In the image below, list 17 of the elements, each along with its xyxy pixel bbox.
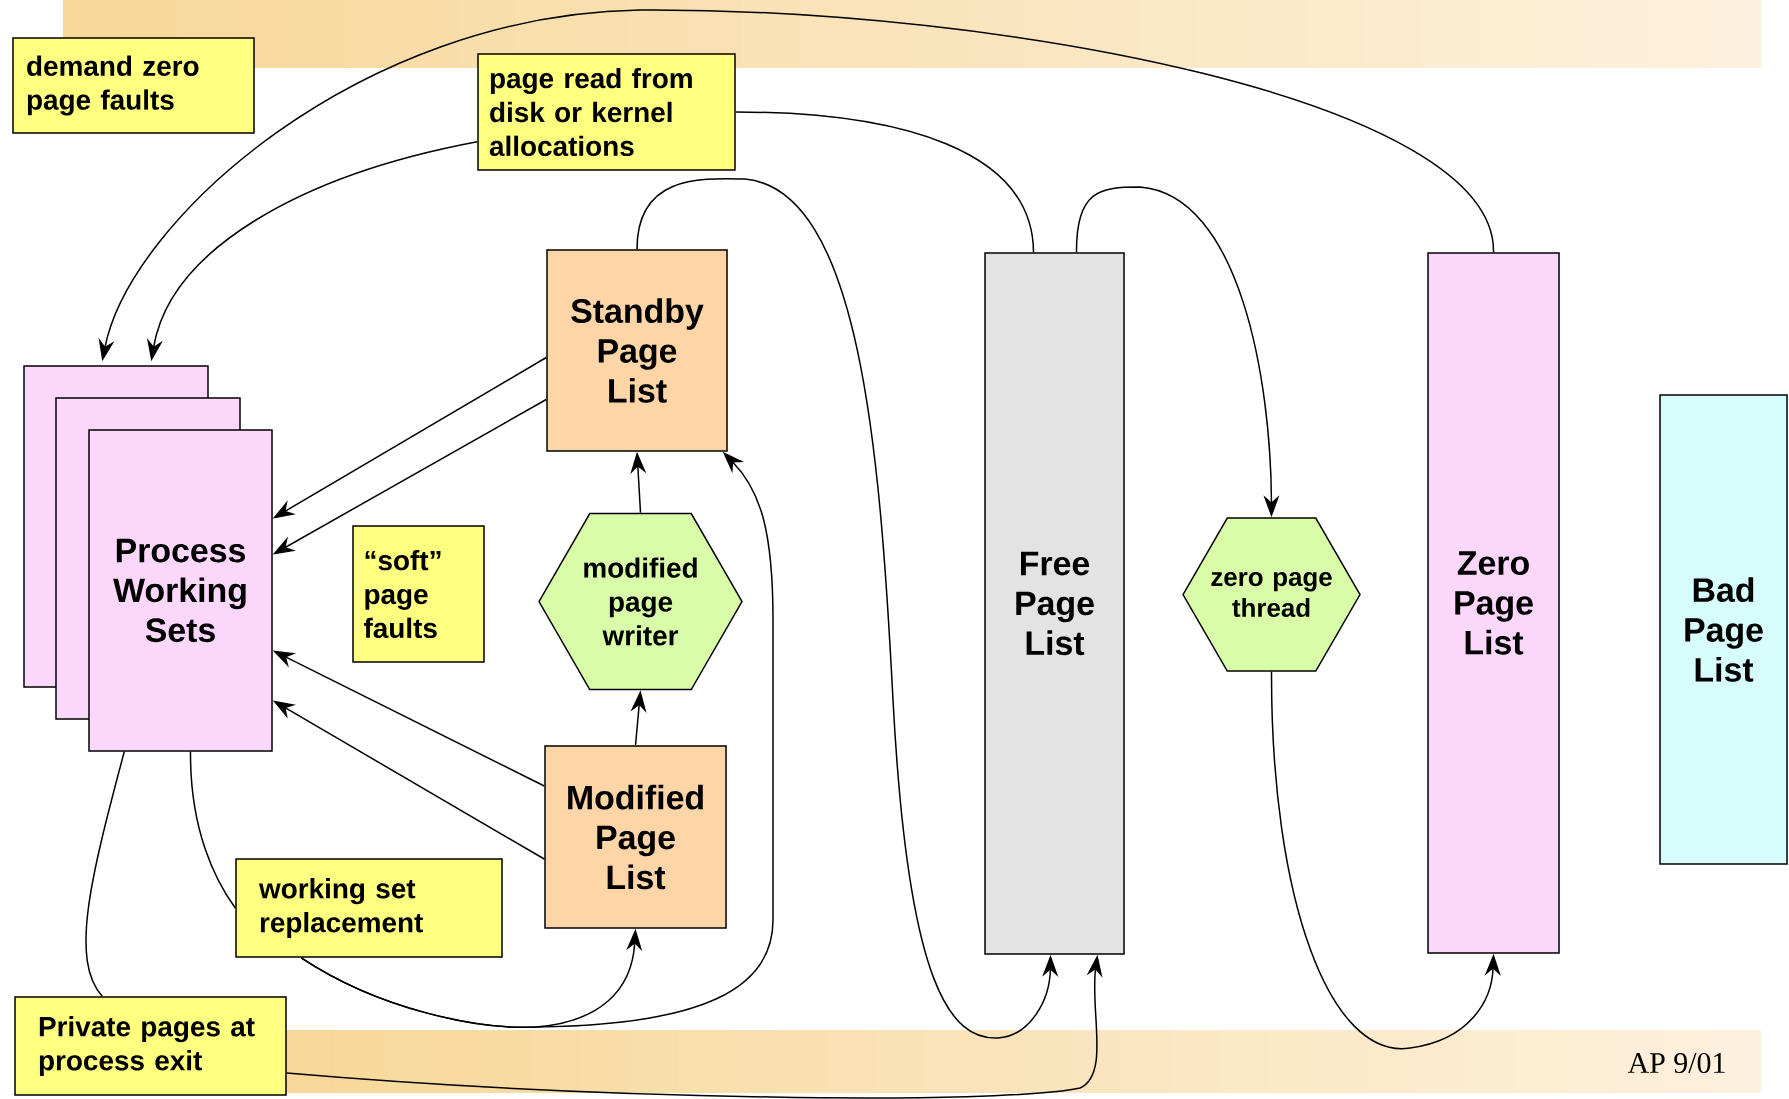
list-box: Free Page List bbox=[984, 252, 1125, 955]
note-box: “soft” page faults bbox=[352, 525, 485, 663]
note-box: page read from disk or kernel allocations bbox=[477, 53, 736, 171]
list-box: Bad Page List bbox=[1659, 394, 1788, 865]
connector-line bbox=[85, 751, 125, 997]
note-box: working set replacement bbox=[235, 858, 503, 958]
process-hexagon: zero page thread bbox=[1182, 517, 1361, 672]
version-note: AP 9/01 bbox=[1627, 1052, 1725, 1074]
process-hexagon: modified page writer bbox=[538, 512, 743, 691]
stacked-box: Process Working Sets bbox=[23, 365, 273, 752]
connector-line bbox=[735, 111, 1035, 253]
list-box: Zero Page List bbox=[1427, 252, 1560, 954]
note-box: demand zero page faults bbox=[12, 37, 255, 134]
list-box: Modified Page List bbox=[544, 745, 727, 929]
note-box: Private pages at process exit bbox=[14, 996, 287, 1096]
list-box: Standby Page List bbox=[546, 249, 728, 452]
connector-line bbox=[189, 751, 236, 909]
